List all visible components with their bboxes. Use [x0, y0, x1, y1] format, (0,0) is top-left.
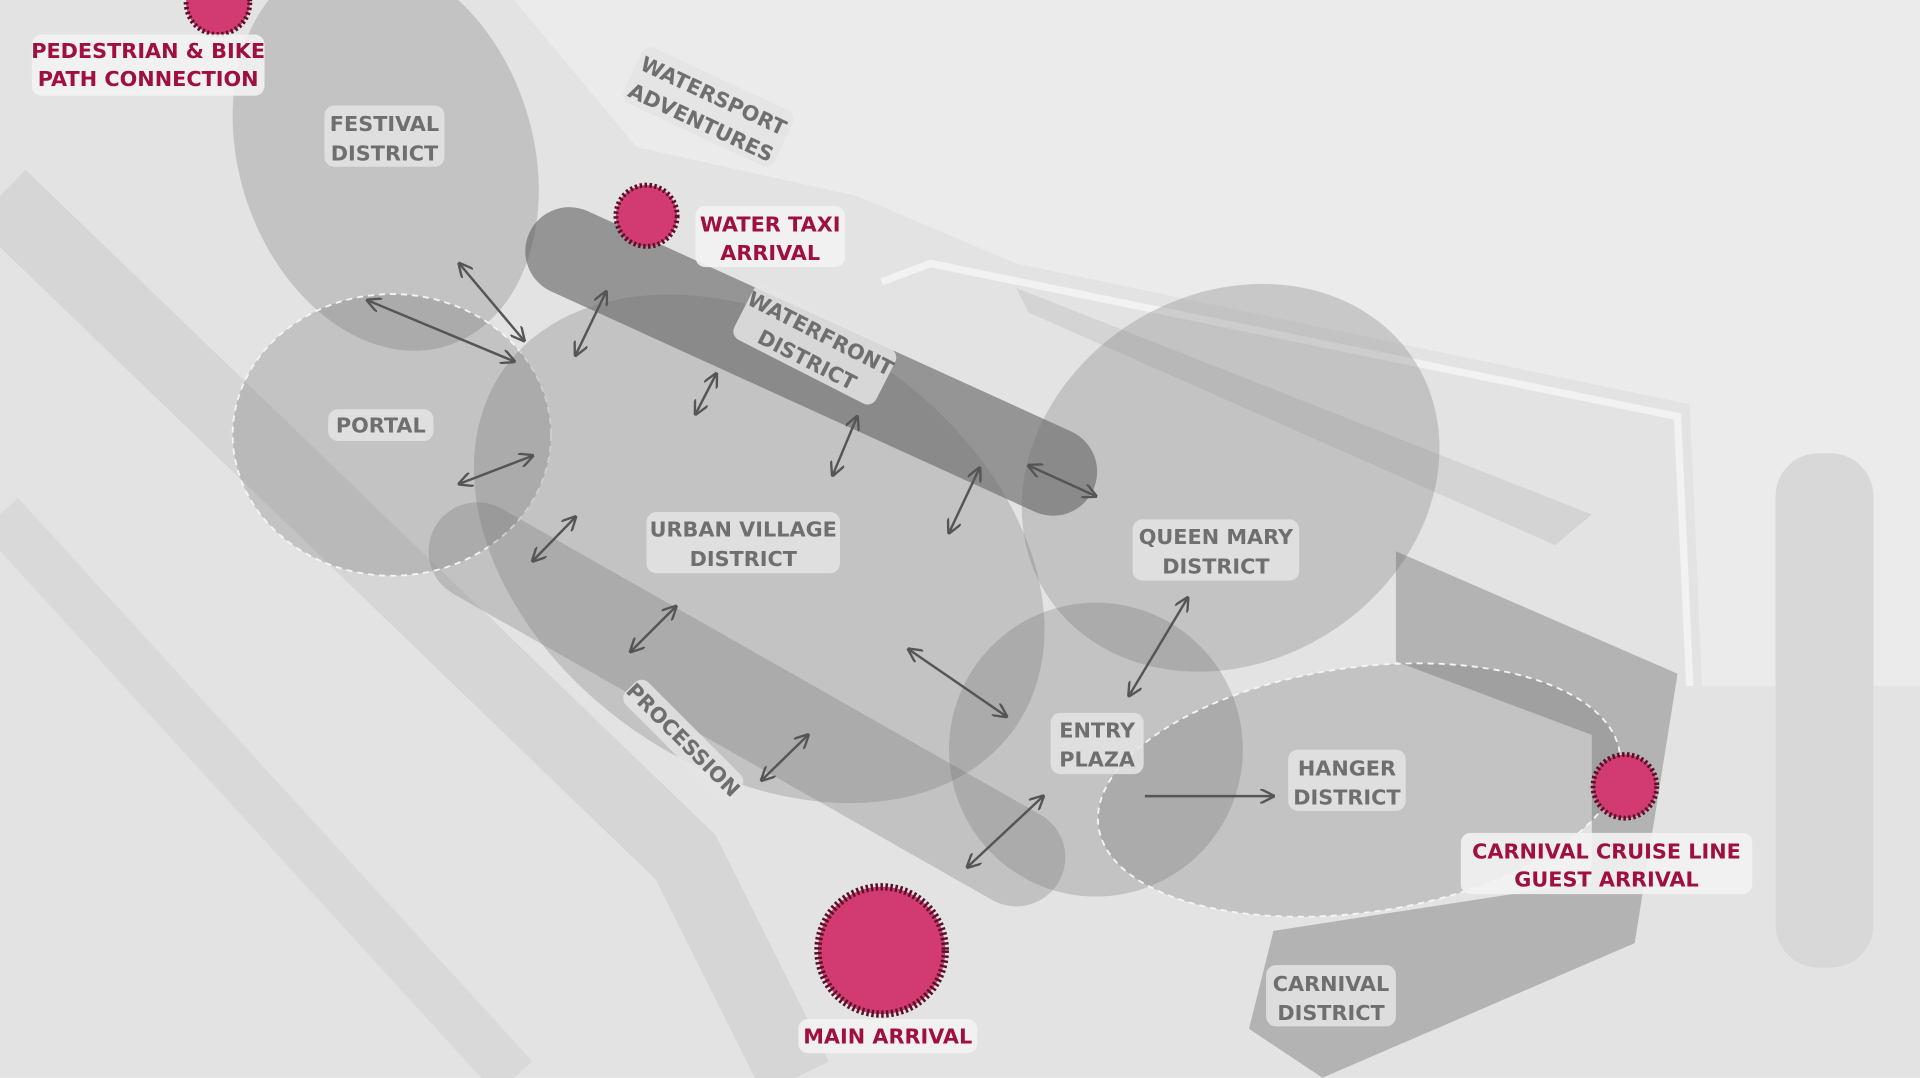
svg-text:WATER TAXI: WATER TAXI	[700, 213, 841, 237]
label-carnival-district: CARNIVAL DISTRICT	[1266, 965, 1396, 1027]
label-main-arrival: MAIN ARRIVAL	[798, 1019, 978, 1054]
cruise-ship	[1775, 453, 1874, 968]
procession-zone	[428, 502, 1066, 907]
svg-text:URBAN VILLAGE: URBAN VILLAGE	[650, 518, 837, 542]
svg-text:DISTRICT: DISTRICT	[1162, 554, 1270, 578]
svg-text:PEDESTRIAN & BIKE: PEDESTRIAN & BIKE	[31, 39, 265, 63]
svg-text:MAIN ARRIVAL: MAIN ARRIVAL	[803, 1024, 972, 1048]
label-pedestrian-bike-connection: PEDESTRIAN & BIKE PATH CONNECTION	[31, 34, 265, 96]
queen-mary-zone	[1021, 283, 1440, 672]
svg-text:ENTRY: ENTRY	[1059, 718, 1136, 742]
svg-text:QUEEN MARY: QUEEN MARY	[1139, 525, 1294, 549]
svg-text:CARNIVAL: CARNIVAL	[1273, 972, 1390, 996]
label-entry-plaza: ENTRY PLAZA	[1050, 712, 1144, 775]
carnival-arrival-marker	[1590, 752, 1660, 821]
svg-text:DISTRICT: DISTRICT	[331, 142, 439, 166]
label-water-taxi-arrival: WATER TAXI ARRIVAL	[695, 205, 845, 268]
label-portal: PORTAL	[328, 409, 434, 442]
label-carnival-cruise-arrival: CARNIVAL CRUISE LINE GUEST ARRIVAL	[1460, 832, 1753, 895]
svg-text:PATH CONNECTION: PATH CONNECTION	[38, 67, 259, 91]
svg-text:FESTIVAL: FESTIVAL	[330, 112, 439, 136]
label-urban-village-district: URBAN VILLAGE DISTRICT	[646, 512, 840, 574]
carnival-district-zone	[1248, 551, 1678, 1078]
svg-text:PORTAL: PORTAL	[336, 413, 426, 437]
connection-arrows	[367, 263, 1273, 867]
svg-text:CARNIVAL CRUISE LINE: CARNIVAL CRUISE LINE	[1472, 840, 1741, 864]
pier	[880, 259, 1694, 687]
svg-text:PLAZA: PLAZA	[1059, 748, 1135, 772]
queen-mary-ship	[1016, 287, 1592, 546]
svg-text:HANGER: HANGER	[1298, 756, 1396, 780]
svg-text:DISTRICT: DISTRICT	[1277, 1001, 1385, 1025]
water-area	[514, 0, 1920, 686]
svg-text:DISTRICT: DISTRICT	[690, 547, 798, 571]
road	[0, 169, 829, 1078]
label-hanger-district: HANGER DISTRICT	[1288, 749, 1406, 811]
svg-text:DISTRICT: DISTRICT	[1293, 786, 1401, 810]
label-festival-district: FESTIVAL DISTRICT	[324, 105, 445, 167]
svg-text:ARRIVAL: ARRIVAL	[720, 241, 820, 265]
road	[0, 497, 533, 1078]
svg-text:GUEST ARRIVAL: GUEST ARRIVAL	[1514, 868, 1698, 892]
water-taxi-marker	[613, 182, 680, 249]
main-arrival-marker	[814, 883, 949, 1018]
label-queen-mary-district: QUEEN MARY DISTRICT	[1132, 519, 1300, 581]
